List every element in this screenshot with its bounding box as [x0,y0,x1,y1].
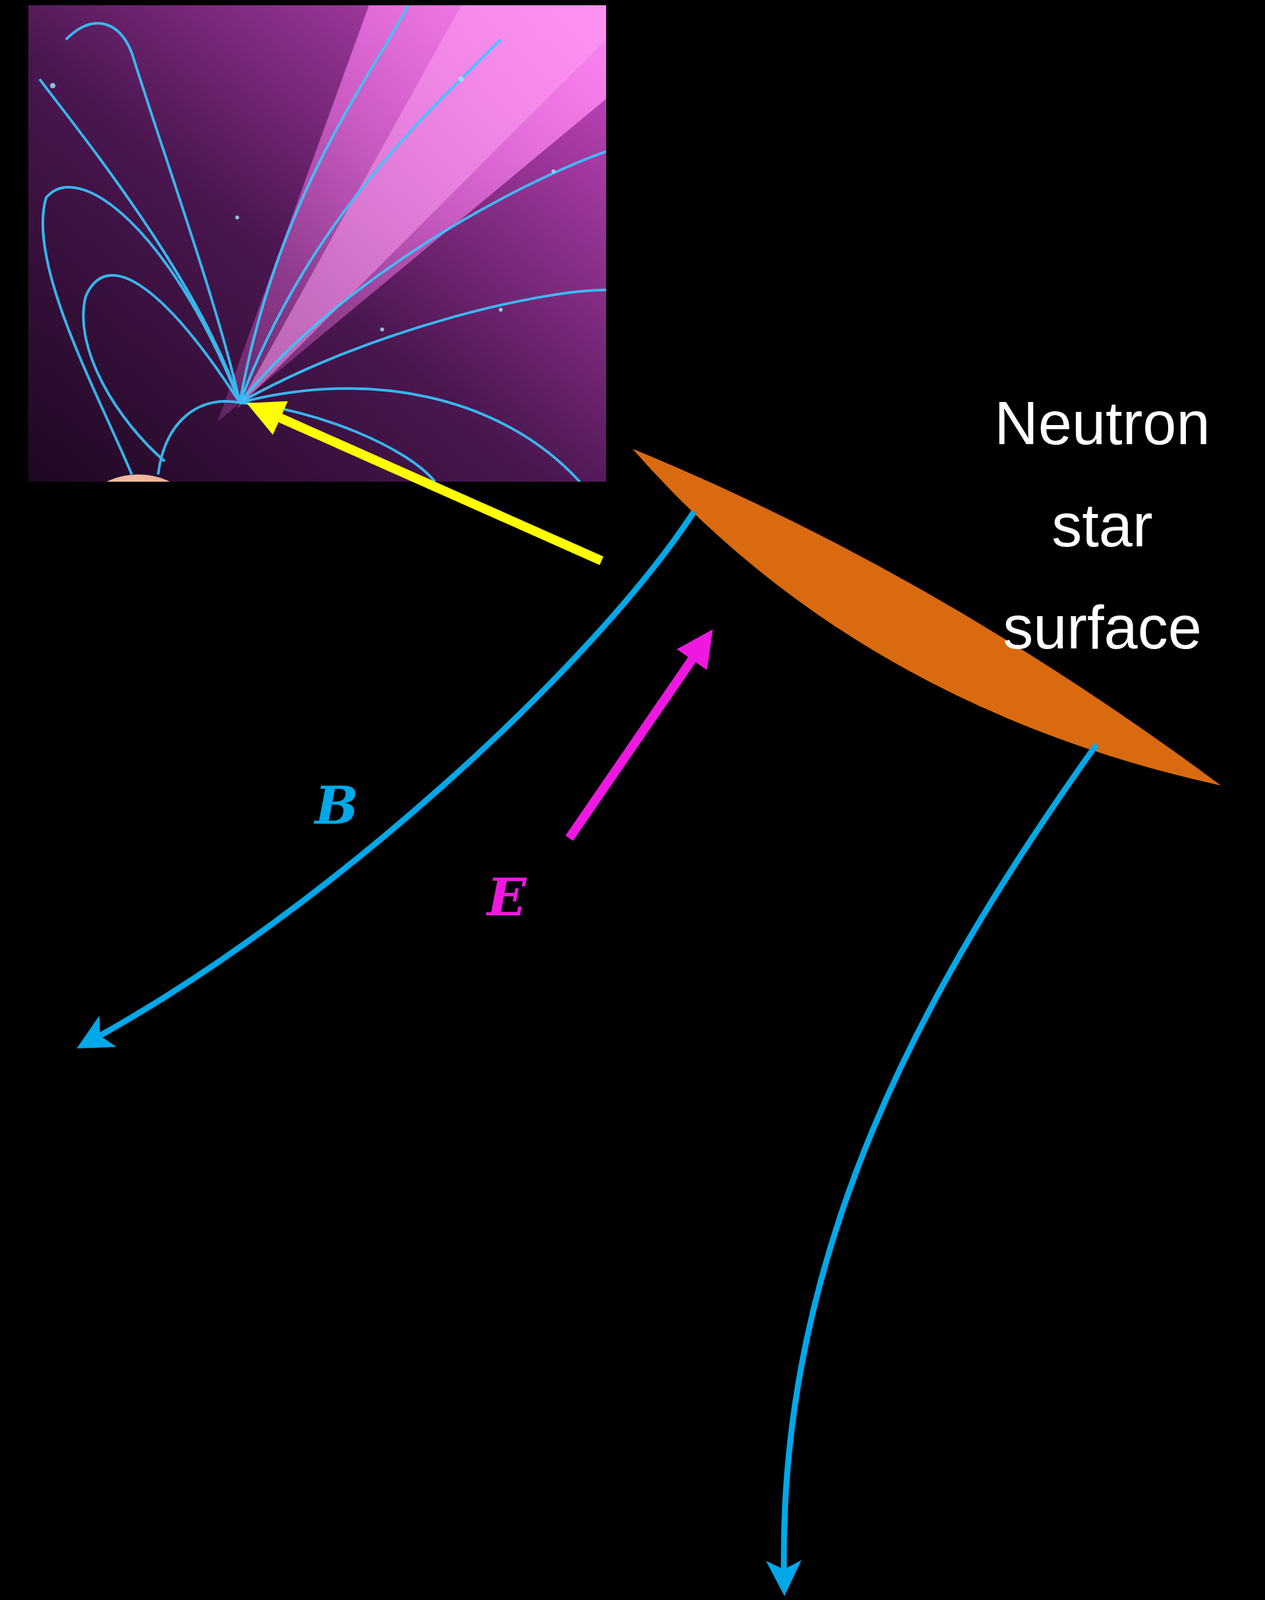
surface-label: Neutron star surface [960,372,1244,679]
field-line [784,744,1097,1578]
inset-image [28,5,607,482]
field-label: B [297,774,377,838]
zoom-arrow [263,410,602,561]
field-line [92,511,694,1040]
electric-field-arrow [569,644,703,839]
field-label: E [467,865,547,929]
